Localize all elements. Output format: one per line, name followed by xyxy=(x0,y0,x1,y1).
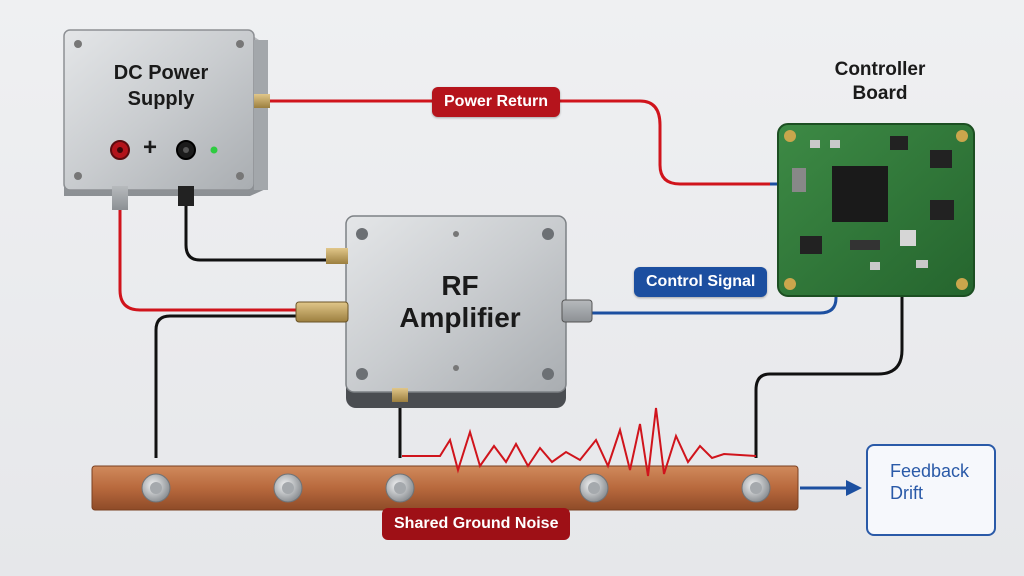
controller-board-icon xyxy=(777,123,975,297)
feedback-drift-line1: Feedback xyxy=(890,461,970,481)
amplifier-ground-wire-left xyxy=(154,314,296,458)
power-return-wire xyxy=(268,99,770,186)
power-supply-title: DC Power Supply xyxy=(96,60,226,112)
amplifier-title-line1: RF xyxy=(441,270,479,301)
controller-title-line1: Controller xyxy=(834,59,926,80)
amplifier-title-line2: Amplifier xyxy=(399,302,521,333)
control-signal-label: Control Signal xyxy=(634,267,768,297)
power-supply-icon xyxy=(63,29,270,210)
feedback-drift-box: Feedback Drift xyxy=(866,444,996,536)
ground-noise-label: Shared Ground Noise xyxy=(382,508,571,540)
control-signal-wire xyxy=(590,288,838,315)
psu-positive-wire xyxy=(118,210,296,312)
controller-title: Controller Board xyxy=(820,58,940,106)
power-supply-title-line1: DC Power xyxy=(113,62,209,84)
controller-title-line2: Board xyxy=(852,83,908,104)
psu-negative-wire xyxy=(184,200,330,262)
rf-amplifier-icon xyxy=(295,215,593,408)
feedback-drift-line2: Drift xyxy=(890,483,923,503)
ground-bus-bar-icon xyxy=(91,465,799,511)
arrow-right-icon xyxy=(800,480,862,496)
power-supply-title-line2: Supply xyxy=(127,88,195,110)
noise-waveform-icon xyxy=(402,407,757,477)
power-return-label: Power Return xyxy=(432,87,561,117)
controller-ground-wire xyxy=(754,296,904,458)
amplifier-title: RF Amplifier xyxy=(390,270,530,334)
feedback-drift-title: Feedback Drift xyxy=(890,460,969,504)
power-supply-plus-symbol: + xyxy=(142,134,157,161)
